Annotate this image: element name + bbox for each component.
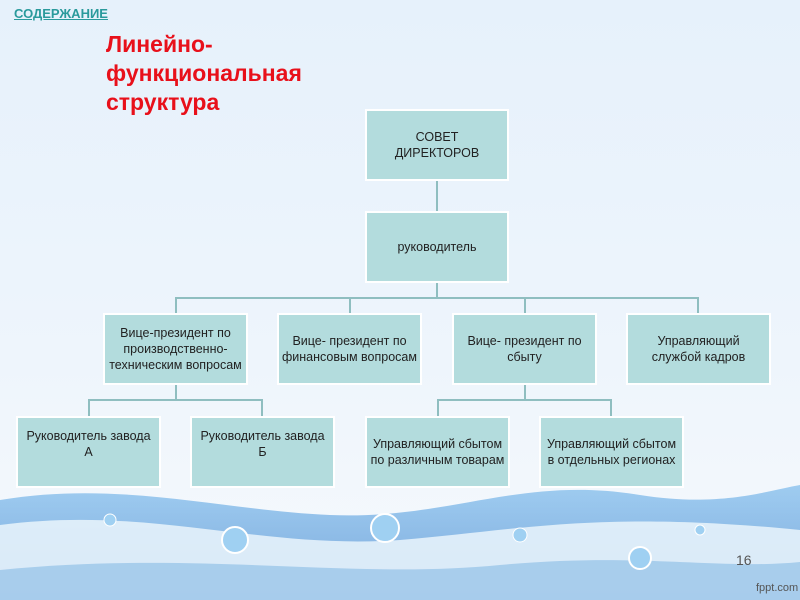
org-box-plant-b: Руководитель завода Б	[190, 416, 335, 488]
connector	[524, 384, 526, 400]
connector	[437, 399, 612, 401]
connector	[175, 297, 699, 299]
connector	[88, 399, 90, 417]
connector	[436, 282, 438, 298]
box-label: Руководитель завода А	[26, 429, 151, 459]
box-label: руководитель	[397, 240, 477, 254]
box-label: Вице- президент по сбыту	[467, 334, 582, 364]
water-wave-decoration	[0, 485, 800, 600]
org-box-hr: Управляющий службой кадров	[626, 313, 771, 385]
connector	[697, 297, 699, 314]
connector	[261, 399, 263, 417]
org-box-plant-a: Руководитель завода А	[16, 416, 161, 488]
brand-watermark: fppt.com	[756, 582, 799, 594]
org-box-vp-sales: Вице- президент по сбыту	[452, 313, 597, 385]
connector	[610, 399, 612, 417]
org-box-sales-regions: Управляющий сбытом в отдельных регионах	[539, 416, 684, 488]
box-label: Руководитель завода Б	[200, 429, 325, 459]
title-line: структура	[106, 89, 220, 115]
org-box-board: СОВЕТ ДИРЕКТОРОВ	[365, 109, 509, 181]
box-label: Управляющий сбытом по различным товарам	[370, 437, 505, 467]
box-label: СОВЕТ ДИРЕКТОРОВ	[394, 130, 480, 160]
connector	[175, 297, 177, 314]
connector	[524, 297, 526, 314]
connector	[436, 180, 438, 212]
box-label: Управляющий сбытом в отдельных регионах	[546, 437, 677, 467]
title-line: функциональная	[106, 60, 302, 86]
connector	[175, 384, 177, 400]
connector	[349, 297, 351, 314]
page-number: 16	[736, 552, 752, 568]
org-box-sales-products: Управляющий сбытом по различным товарам	[365, 416, 510, 488]
slide-title: Линейно- функциональная структура	[106, 30, 302, 117]
box-label: Вице- президент по финансовым вопросам	[282, 334, 417, 364]
contents-link[interactable]: СОДЕРЖАНИЕ	[14, 6, 108, 21]
box-label: Вице-президент по производственно-технич…	[109, 326, 242, 372]
org-box-head: руководитель	[365, 211, 509, 283]
connector	[437, 399, 439, 417]
org-box-vp-production: Вице-президент по производственно-технич…	[103, 313, 248, 385]
title-line: Линейно-	[106, 31, 213, 57]
org-box-vp-finance: Вице- президент по финансовым вопросам	[277, 313, 422, 385]
box-label: Управляющий службой кадров	[651, 334, 746, 364]
connector	[88, 399, 263, 401]
